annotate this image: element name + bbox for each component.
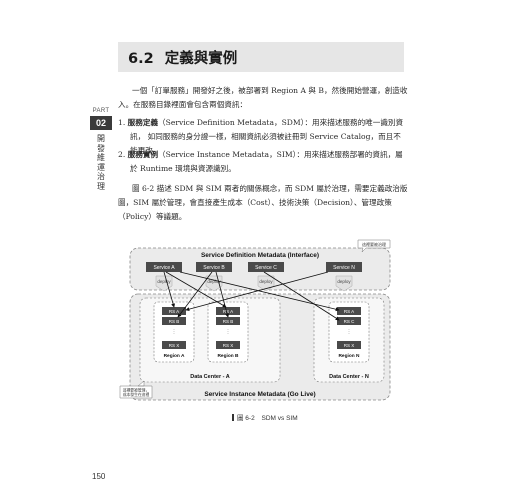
svg-text:Service C: Service C (255, 265, 277, 271)
note-top-bubble (357, 239, 391, 253)
page-number: 150 (92, 472, 106, 481)
note-bottom-bubble (119, 380, 153, 399)
list-desc: （Service Definition Metadata，SDM）：用來描述服務… (130, 118, 404, 141)
list-item-sdm: 1. 服務定義（Service Definition Metadata，SDM）… (118, 116, 408, 158)
svg-text:deploy: deploy (259, 279, 273, 284)
svg-text:RS B: RS B (223, 319, 234, 324)
service-a: Service A (146, 262, 182, 272)
region-b: RS A RS B ⋮ RS X Region B (207, 301, 249, 363)
svg-text:deploy: deploy (157, 279, 171, 284)
section-number: 6.2 (128, 51, 154, 67)
service-b: Service B (196, 262, 232, 272)
svg-text:Region N: Region N (338, 353, 360, 359)
caption-text: SDM vs SIM (261, 415, 298, 422)
list-index: 2. (118, 150, 126, 159)
explain-paragraph: 圖 6-2 描述 SDM 與 SIM 兩者的關係概念，而 SDM 屬於治理，需要… (118, 184, 408, 221)
connection-lines (163, 271, 340, 321)
list-term: 服務定義 (127, 118, 159, 127)
region-a: RS A RS B ⋮ RS X Region A (153, 301, 195, 363)
svg-text:RS C: RS C (344, 319, 356, 324)
figure-caption: 圖 6-2 SDM vs SIM (232, 412, 298, 422)
service-c: Service C (248, 262, 284, 272)
svg-text:Service A: Service A (153, 265, 175, 271)
svg-text:RS X: RS X (223, 343, 234, 348)
note-bottom-line1: 這裡要被管理， (123, 388, 150, 393)
list-item-sim: 2. 服務實例（Service Instance Metadata，SIM）：用… (118, 148, 408, 176)
svg-text:RS A: RS A (344, 309, 354, 314)
caption-label: 圖 6-2 (237, 415, 255, 422)
data-center-n-label: Data Center - N (329, 374, 369, 380)
section-heading-bar (118, 42, 404, 72)
intro-paragraph: 一個「訂單服務」開發好之後，被部署到 Region A 與 B，然後開始營運，創… (118, 86, 408, 109)
svg-text:deploy: deploy (207, 279, 221, 284)
sim-title: Service Instance Metadata (Go Live) (204, 391, 315, 398)
svg-text:deploy: deploy (337, 279, 351, 284)
svg-text:RS X: RS X (344, 343, 355, 348)
part-number: 02 (90, 116, 112, 130)
svg-text:Service N: Service N (333, 265, 355, 271)
list-desc: （Service Instance Metadata，SIM）：用來描述服務部署… (158, 150, 403, 159)
region-n: RS A RS C ⋮ RS X Region N (328, 301, 370, 363)
part-label: PART (92, 108, 110, 114)
data-center-a-label: Data Center - A (190, 374, 230, 380)
svg-text:⋮: ⋮ (226, 329, 231, 335)
caption-marker (232, 414, 234, 421)
list-term: 服務實例 (127, 150, 159, 159)
list-desc-cont: 如同服務的身分證一樣，相關資訊必須被註冊到 Service Catalog，而且… (130, 132, 401, 155)
section-title: 定義與實例 (164, 51, 238, 67)
note-bottom-line2: 成本發生在這裡 (123, 392, 150, 397)
svg-text:⋮: ⋮ (172, 329, 177, 335)
part-title: 開發維運治理 (97, 134, 105, 191)
sdm-title: Service Definition Metadata (Interface) (201, 252, 319, 259)
svg-text:⋮: ⋮ (347, 329, 352, 335)
deploy-arrow-n: deploy (335, 275, 353, 292)
part-sidebar: PART 02 開發維運治理 (90, 108, 112, 191)
svg-text:RS X: RS X (169, 343, 180, 348)
svg-text:Region B: Region B (217, 353, 239, 359)
sdm-vs-sim-diagram: Service Definition Metadata (Interface) … (118, 238, 414, 410)
list-index: 1. (118, 118, 126, 127)
service-n: Service N (326, 262, 362, 272)
note-top: 這裡要被治理 (362, 241, 386, 247)
svg-text:Region A: Region A (164, 353, 185, 359)
svg-text:RS A: RS A (223, 309, 233, 314)
list-desc-cont: 於 Runtime 環境與資源識別。 (130, 164, 236, 173)
diagram-svg: Service Definition Metadata (Interface) … (119, 239, 391, 401)
svg-text:RS A: RS A (169, 309, 179, 314)
section-heading: 6.2 定義與實例 (128, 47, 237, 68)
svg-text:RS B: RS B (169, 319, 180, 324)
svg-text:Service B: Service B (203, 265, 225, 271)
